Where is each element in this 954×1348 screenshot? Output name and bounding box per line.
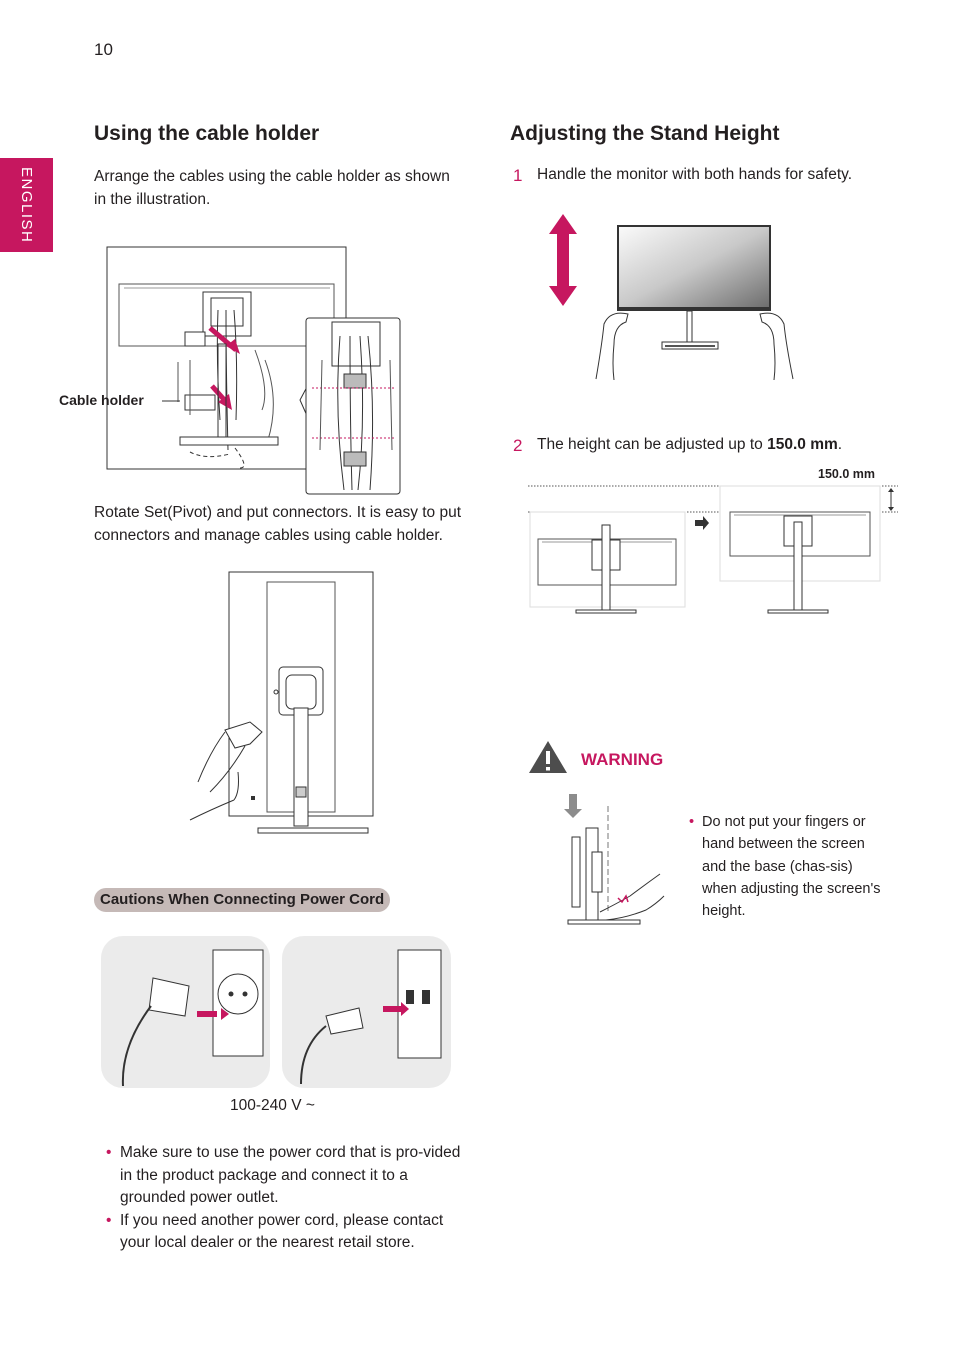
pivot-instructions: Rotate Set(Pivot) and put connectors. It… bbox=[94, 504, 462, 544]
step-2-suffix: . bbox=[837, 436, 843, 453]
step-number: 1 bbox=[513, 166, 523, 185]
step-2-value: 150.0 mm bbox=[767, 436, 838, 453]
list-item: Do not put your fingers or hand between … bbox=[686, 811, 886, 922]
voltage-label: 100-240 V ~ bbox=[230, 1097, 315, 1114]
stand-height-heading: Adjusting the Stand Height bbox=[510, 122, 780, 145]
step-number: 2 bbox=[513, 436, 523, 455]
power-cord-bullets: Make sure to use the power cord that is … bbox=[94, 1142, 464, 1255]
warning-icon bbox=[529, 741, 567, 773]
power-plug-illustrations bbox=[101, 936, 451, 1088]
height-dimension-label: 150.0 mm bbox=[818, 467, 875, 481]
list-item: Make sure to use the power cord that is … bbox=[94, 1142, 464, 1210]
list-item: If you need another power cord, please c… bbox=[94, 1210, 464, 1255]
step-1-text: Handle the monitor with both hands for s… bbox=[537, 166, 853, 183]
finger-pinch-warning-illustration bbox=[564, 794, 665, 925]
warning-bullets: Do not put your fingers or hand between … bbox=[686, 811, 886, 922]
pivot-illustration bbox=[189, 571, 374, 834]
language-tab-label: ENGLISH bbox=[18, 166, 35, 244]
cable-holder-heading: Using the cable holder bbox=[94, 122, 320, 145]
cable-holder-intro: Arrange the cables using the cable holde… bbox=[94, 168, 450, 208]
warning-label: WARNING bbox=[581, 750, 664, 769]
cautions-heading: Cautions When Connecting Power Cord bbox=[94, 888, 391, 912]
step-2-text: The height can be adjusted up to 150.0 m… bbox=[537, 434, 842, 457]
language-tab: ENGLISH bbox=[0, 158, 53, 252]
step-2-prefix: The height can be adjusted up to bbox=[537, 436, 768, 453]
cable-holder-illustration bbox=[106, 246, 401, 495]
height-comparison-illustration bbox=[528, 485, 898, 614]
cable-holder-callout: Cable holder bbox=[59, 392, 144, 408]
monitor-hands-illustration bbox=[549, 214, 794, 381]
page-number: 10 bbox=[94, 40, 113, 59]
